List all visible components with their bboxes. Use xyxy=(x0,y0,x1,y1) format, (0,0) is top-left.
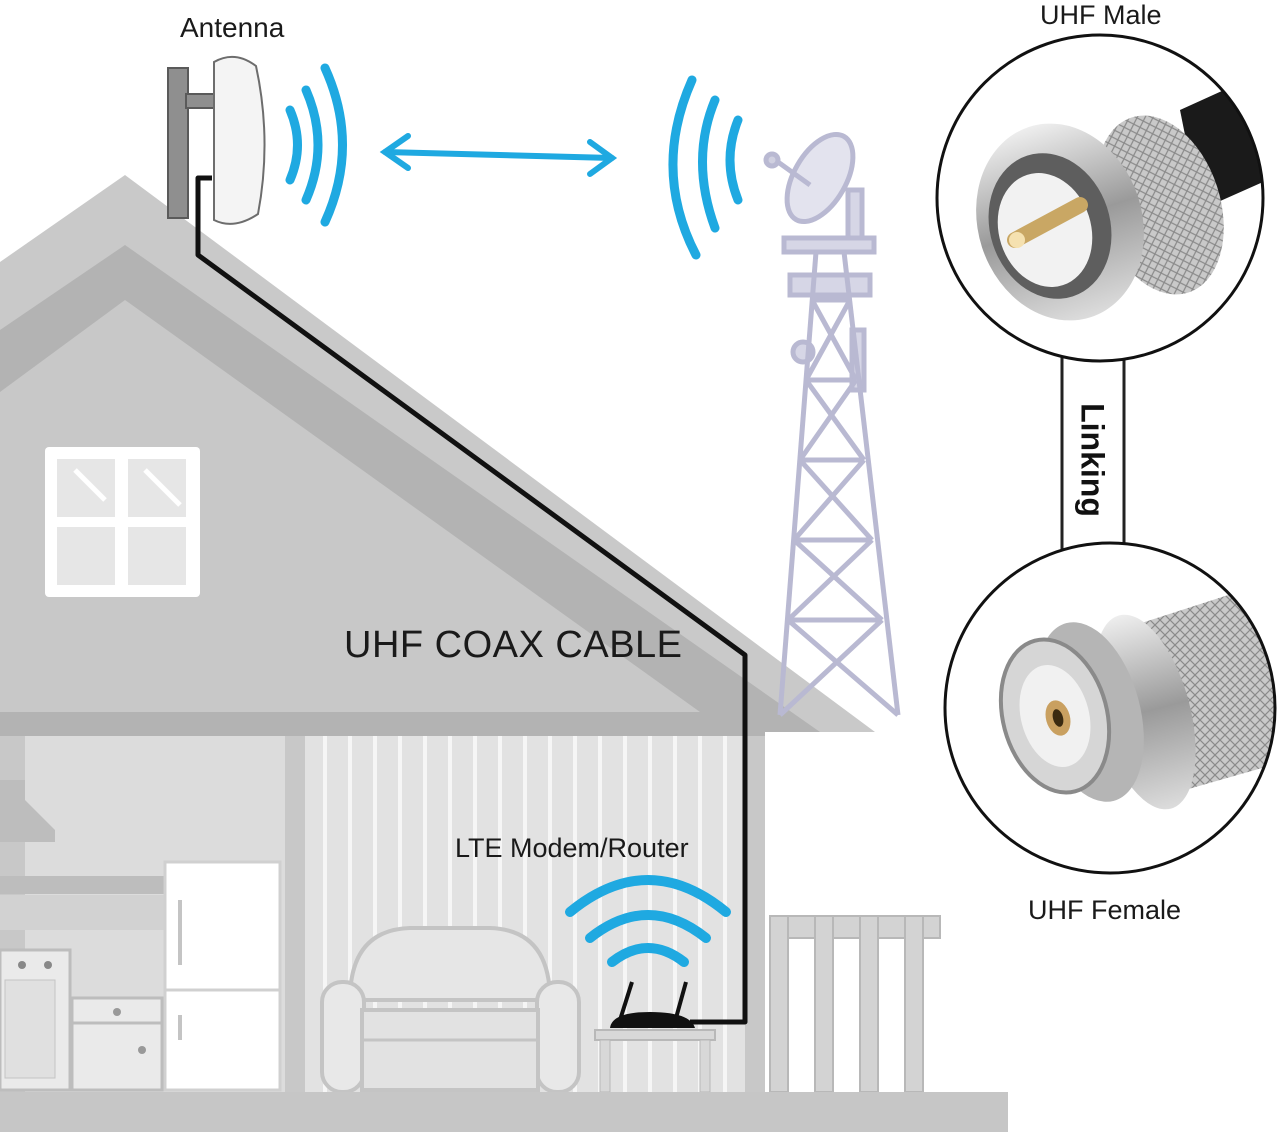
antenna-label: Antenna xyxy=(180,12,285,43)
uhf-female-label: UHF Female xyxy=(1028,895,1182,925)
router-label: LTE Modem/Router xyxy=(455,833,689,863)
link-arrow xyxy=(379,133,618,177)
kitchen xyxy=(0,780,282,1092)
sofa xyxy=(320,926,581,1094)
coax-cable-label: UHF COAX CABLE xyxy=(344,624,683,666)
uhf-male-label: UHF Male xyxy=(1040,0,1162,30)
fence xyxy=(769,915,941,1093)
linking-bar xyxy=(1060,350,1126,564)
uhf-male-connector-icon xyxy=(935,33,1265,363)
uhf-female-connector-icon xyxy=(943,541,1277,875)
signal-waves-icon xyxy=(285,63,347,227)
coax-cable xyxy=(195,175,748,1025)
house-window xyxy=(45,447,200,597)
tower-signal-waves-icon xyxy=(668,75,743,260)
antenna-icon xyxy=(167,55,266,225)
router-icon xyxy=(565,875,731,1028)
cell-tower-icon xyxy=(763,131,901,717)
linking-label: Linking xyxy=(1074,403,1111,517)
